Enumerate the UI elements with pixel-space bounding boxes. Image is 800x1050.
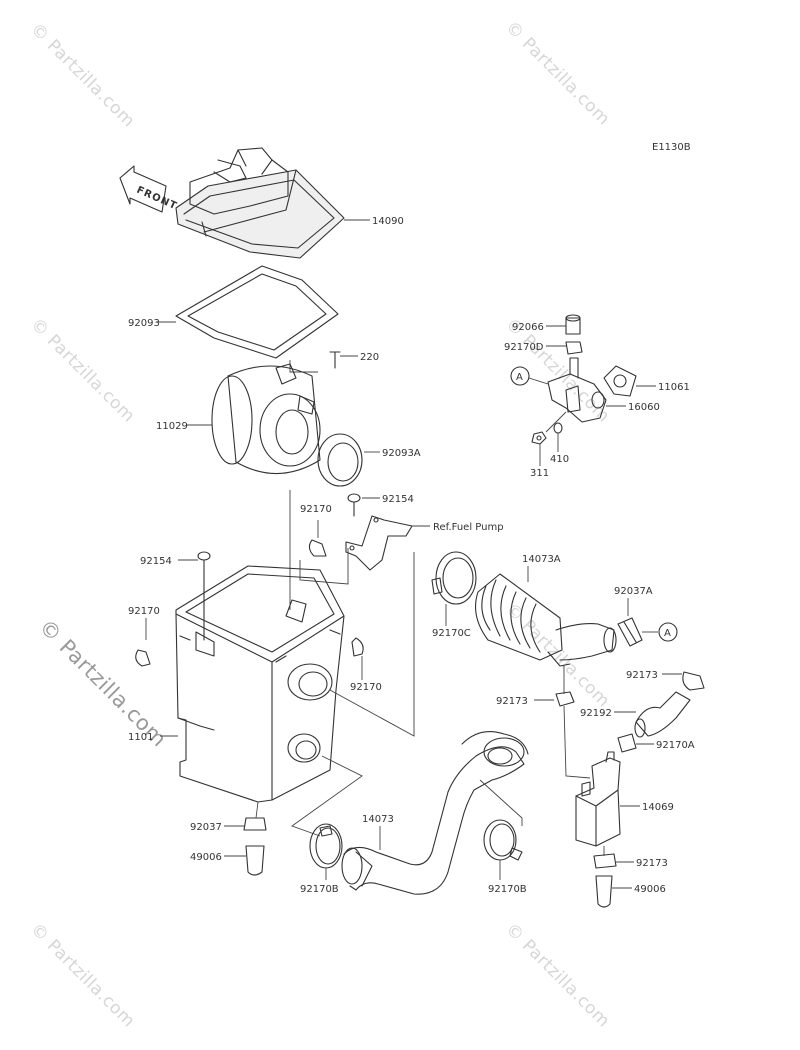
clamp-92170-upper: [308, 539, 327, 557]
clamp-92173-bottom: [593, 853, 617, 869]
label-92093: 92093: [128, 318, 160, 329]
label-220: 220: [360, 352, 379, 363]
label-11029: 11029: [156, 421, 188, 432]
plug-92037A: [617, 617, 643, 647]
label-14069: 14069: [642, 802, 674, 813]
label-92170D: 92170D: [504, 342, 544, 353]
label-92192: 92192: [580, 708, 612, 719]
front-arrow: FRONT: [119, 165, 179, 213]
label-14073A: 14073A: [522, 554, 561, 565]
label-49006-right: 49006: [634, 884, 666, 895]
watermark-mid-left: © Partzilla.com: [26, 314, 138, 426]
label-92066: 92066: [512, 322, 544, 333]
label-92173-mid: 92173: [496, 696, 528, 707]
label-410: 410: [550, 454, 569, 465]
label-92154-left: 92154: [140, 556, 172, 567]
washer-410: [553, 422, 563, 434]
fitting-16060: [547, 357, 607, 423]
label-311: 311: [530, 468, 549, 479]
air-box-cover: [175, 147, 345, 259]
label-92154-upper: 92154: [382, 494, 414, 505]
hose-92192: [634, 691, 691, 738]
drain-plug-92037: [243, 817, 267, 831]
front-arrow-label: FRONT: [135, 185, 179, 213]
cap-49006-right: [595, 875, 613, 908]
label-92170B-left: 92170B: [300, 884, 339, 895]
label-92037: 92037: [190, 822, 222, 833]
clamp-92170-left: [135, 649, 151, 667]
watermark-dark: © Partzilla.com: [34, 615, 171, 752]
clamp-92173-upper-right: [682, 671, 705, 691]
label-92173-upper-right: 92173: [626, 670, 658, 681]
air-box-housing: [175, 565, 345, 803]
label-92170B-right: 92170B: [488, 884, 527, 895]
label-14073: 14073: [362, 814, 394, 825]
watermark-bottom-right: © Partzilla.com: [501, 919, 613, 1031]
clamp-92170B-right: [483, 819, 523, 861]
gasket-11061: [603, 365, 637, 397]
clamp-92173-mid: [555, 691, 575, 707]
label-92170A: 92170A: [656, 740, 695, 751]
clamp-92170D: [565, 341, 583, 355]
label-92173-bottom: 92173: [636, 858, 668, 869]
label-92037A: 92037A: [614, 586, 653, 597]
intake-duct-14073: [341, 731, 529, 895]
callout-a-left: [510, 366, 530, 386]
label-14090: 14090: [372, 216, 404, 227]
label-49006-left: 49006: [190, 852, 222, 863]
diagram-code: E1130B: [652, 142, 691, 153]
callout-a-left-label: A: [516, 372, 523, 383]
watermark-top-right: © Partzilla.com: [501, 17, 613, 129]
label-11061: 11061: [658, 382, 690, 393]
bolt-92154-left: [197, 551, 211, 641]
clamp-92170A: [617, 733, 637, 753]
gasket-92093: [175, 265, 339, 359]
label-16060: 16060: [628, 402, 660, 413]
callout-a-right: [658, 622, 678, 642]
cap-92066: [565, 314, 581, 335]
ref-fuel-pump-note: Ref.Fuel Pump: [433, 522, 504, 533]
watermarks: © Partzilla.com © Partzilla.com © Partzi…: [26, 17, 613, 1031]
screw-220: [329, 351, 341, 369]
bellows-duct-14073A: [475, 573, 617, 667]
label-92170C: 92170C: [432, 628, 471, 639]
nut-311: [531, 431, 547, 445]
watermark-bottom-left: © Partzilla.com: [26, 919, 138, 1031]
clamp-92170B-left: [309, 823, 343, 869]
air-filter-element: [211, 363, 321, 475]
label-air-box: 1101: [128, 732, 153, 743]
label-92170-right: 92170: [350, 682, 382, 693]
seal-ring-92093A: [317, 433, 363, 487]
fuel-pump-bracket: [345, 515, 413, 571]
clamp-92170C: [431, 551, 477, 605]
clamp-92170-right: [351, 637, 364, 657]
label-92170-left: 92170: [128, 606, 160, 617]
bolt-92154-upper: [347, 493, 361, 517]
cap-49006-left: [245, 845, 265, 876]
callout-a-right-label: A: [664, 628, 671, 639]
watermark-top-left: © Partzilla.com: [26, 19, 138, 131]
separator-14069: [575, 751, 621, 847]
label-92093A: 92093A: [382, 448, 421, 459]
label-92170-upper: 92170: [300, 504, 332, 515]
